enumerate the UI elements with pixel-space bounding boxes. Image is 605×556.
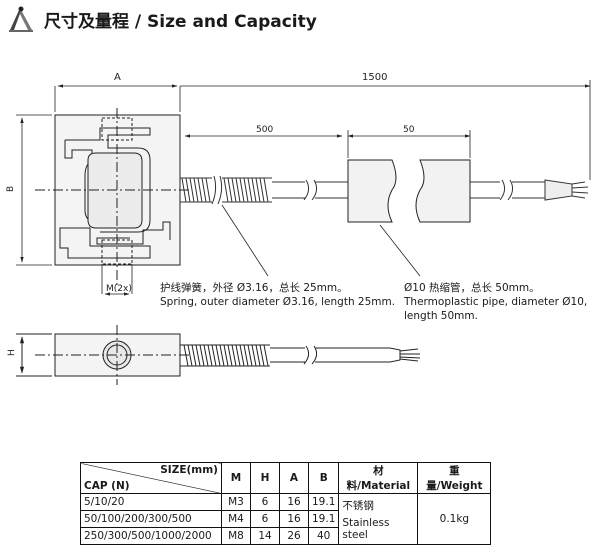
table-header-row: SIZE(mm) CAP (N) M H A B 材料/Material 重量/… xyxy=(80,462,492,494)
page-title: 尺寸及量程 / Size and Capacity xyxy=(44,12,317,32)
cable xyxy=(272,179,589,201)
table-cell-b: 19.1 xyxy=(307,510,340,528)
table-corner-cell: SIZE(mm) CAP (N) xyxy=(80,462,222,494)
dimension-1500-label: 1500 xyxy=(362,72,387,83)
table-cell-h: 14 xyxy=(250,527,280,545)
heat-shrink-pipe xyxy=(347,159,471,223)
pipe-note-en-2: length 50mm. xyxy=(404,310,478,322)
table-cell-b: 19.1 xyxy=(307,493,340,511)
material-cn: 不锈钢 xyxy=(342,499,374,512)
load-cell-top-view xyxy=(35,108,190,285)
dimension-h-label: H xyxy=(7,349,17,356)
corner-cap-label: CAP (N) xyxy=(84,480,130,492)
protective-spring xyxy=(180,175,272,205)
load-cell-side-view xyxy=(16,325,421,385)
table-cell-m: M8 xyxy=(221,527,251,545)
table-header-cell: H xyxy=(250,462,280,494)
table-cell-a: 16 xyxy=(279,510,309,528)
table-row: 50/100/200/300/500 M4 6 16 19.1 xyxy=(80,510,491,528)
page-header: 尺寸及量程 / Size and Capacity xyxy=(0,0,605,40)
pipe-note-cn: Ø10 热缩管，总长 50mm。 xyxy=(404,282,540,294)
table-cell-m: M3 xyxy=(221,493,251,511)
table-cell-material: 不锈钢 Stainless steel xyxy=(338,493,419,545)
thread-label: M(2x) xyxy=(106,284,132,294)
spring-note-cn: 护线弹簧，外径 Ø3.16，总长 25mm。 xyxy=(160,282,348,294)
pipe-note-en-1: Thermoplastic pipe, diameter Ø10, xyxy=(404,296,588,308)
spring-note: 护线弹簧，外径 Ø3.16，总长 25mm。 Spring, outer dia… xyxy=(160,281,395,309)
calipers-icon xyxy=(6,4,36,34)
capacity-table: SIZE(mm) CAP (N) M H A B 材料/Material 重量/… xyxy=(80,462,492,545)
table-row: 250/300/500/1000/2000 M8 14 26 40 xyxy=(80,527,491,545)
dimension-b-label: B xyxy=(6,186,16,192)
table-cell-a: 26 xyxy=(279,527,309,545)
pipe-note: Ø10 热缩管，总长 50mm。 Thermoplastic pipe, dia… xyxy=(404,281,587,323)
spring-note-en: Spring, outer diameter Ø3.16, length 25m… xyxy=(160,296,396,308)
dimension-500-label: 500 xyxy=(256,125,273,135)
corner-size-label: SIZE(mm) xyxy=(160,464,218,476)
table-row: 5/10/20 M3 6 16 19.1 不锈钢 Stainless steel… xyxy=(80,493,492,545)
table-cell-cap: 5/10/20 xyxy=(80,493,222,511)
table-cell-a: 16 xyxy=(279,493,309,511)
material-en: Stainless steel xyxy=(342,516,390,541)
table-cell-cap: 50/100/200/300/500 xyxy=(80,510,222,528)
dimension-50-label: 50 xyxy=(403,125,415,135)
table-cell-m: M4 xyxy=(221,510,251,528)
table-cell-b: 40 xyxy=(307,527,340,545)
table-cell-h: 6 xyxy=(250,493,280,511)
dimension-a-label: A xyxy=(114,72,121,83)
dimension-lines xyxy=(16,80,591,296)
table-header-cell: A xyxy=(279,462,309,494)
table-header-cell: 重量/Weight xyxy=(417,462,492,494)
table-header-cell: 材料/Material xyxy=(338,462,419,494)
table-cell-cap: 250/300/500/1000/2000 xyxy=(80,527,222,545)
table-header-cell: M xyxy=(221,462,251,494)
table-cell-weight: 0.1kg xyxy=(417,493,492,545)
table-cell-h: 6 xyxy=(250,510,280,528)
table-header-cell: B xyxy=(307,462,340,494)
